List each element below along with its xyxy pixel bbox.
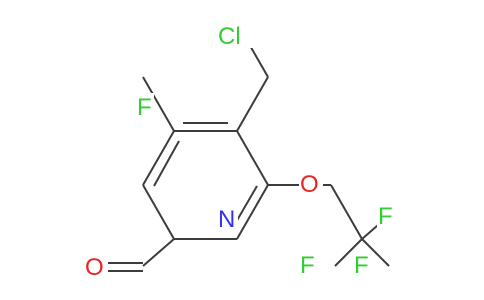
atom-fluorine-cf3-top: F [378,203,393,230]
bond-cf3-f-right [361,238,390,267]
atom-fluorine-ring: F [137,94,152,121]
atom-chlorine: Cl [218,23,241,50]
bond-c3-ch2 [236,76,269,132]
atom-nitrogen: N [218,206,235,233]
bond-c3-c2 [236,130,269,186]
atom-oxygen-aldehyde: O [85,254,104,281]
atom-oxygen-ether: O [300,171,319,198]
bond-c5-c4 [142,130,175,186]
atom-fluorine-cf3-left: F [300,252,315,279]
bond-c6-c5 [142,184,175,240]
bond-o-cf3 [330,184,363,240]
bond-cf3-f-left [334,238,363,267]
bond-c4-f [142,76,175,132]
bond-c2-n [236,184,269,240]
bond-c6-cho [142,238,175,267]
bond-c5-c4-inner [153,140,180,187]
atom-fluorine-cf3-right: F [354,252,369,279]
